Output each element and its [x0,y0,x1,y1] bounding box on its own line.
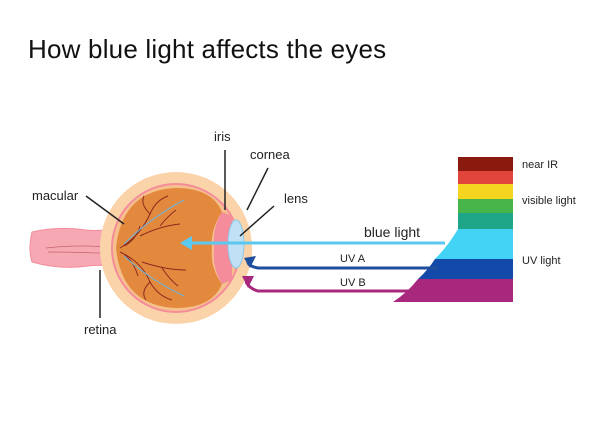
band-light-blue [435,229,513,259]
macular-label: macular [32,188,79,203]
macular-leader [85,195,125,225]
retina-label: retina [84,322,117,337]
near-ir-label: near IR [522,159,558,171]
uvb-label: UV B [340,277,366,289]
lens-label: lens [284,191,308,206]
band-blue [418,259,513,279]
band-yellow [458,184,513,199]
cornea-leader [246,167,269,211]
iris [213,212,232,284]
eye-vitreous [116,188,222,308]
band-green [458,199,513,213]
uv-light-label: UV light [522,255,561,267]
iris-label: iris [214,129,231,144]
visible-light-label: visible light [522,195,576,207]
blue-light-label: blue light [364,224,420,240]
uvb-arrowhead [242,276,254,288]
leader-lines [85,150,275,318]
blood-vessels [119,195,187,301]
band-red [458,171,513,184]
page-title: How blue light affects the eyes [28,34,387,64]
uvb-ray [244,281,418,293]
band-magenta [393,279,513,302]
vessel-highlights [123,199,185,297]
uva-arrowhead [244,256,256,268]
band-dark-red [458,157,513,171]
spectrum [393,157,513,302]
cornea [235,208,250,288]
blue-light-arrowhead [180,236,192,250]
band-teal [458,213,513,229]
lens-leader [239,205,275,237]
uva-label: UV A [340,253,366,265]
light-rays [180,236,445,293]
cornea-label: cornea [250,147,291,162]
